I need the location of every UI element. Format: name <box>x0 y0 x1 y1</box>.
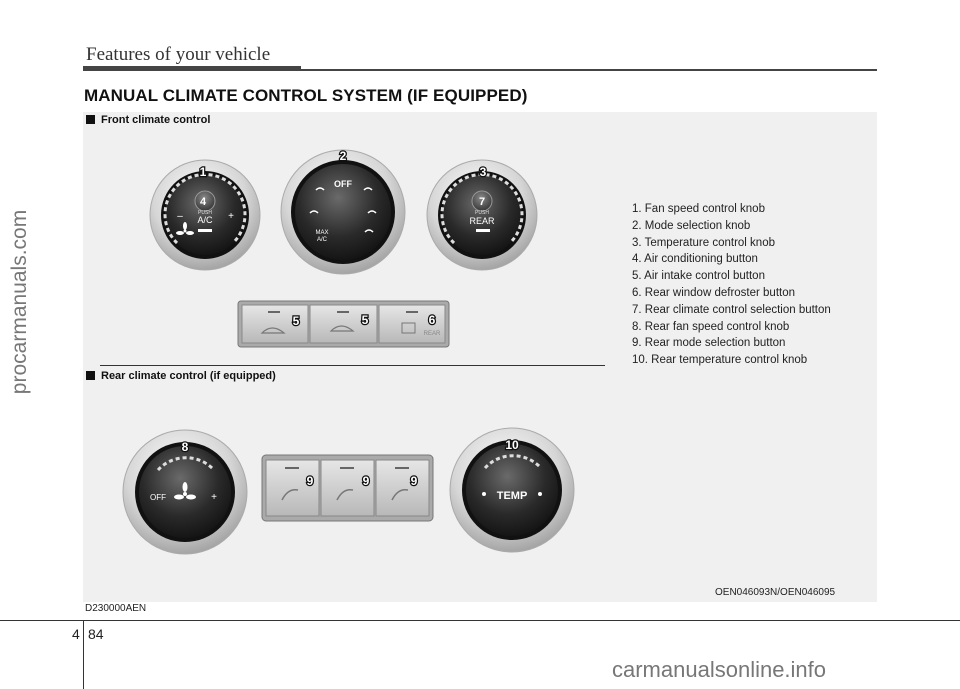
legend-item: 1. Fan speed control knob <box>632 203 765 215</box>
rear-button-strip: 9 9 9 <box>261 454 434 522</box>
rear-defrost-text: REAR <box>424 331 441 337</box>
header-rule-thick <box>83 66 301 71</box>
callout-5a: 5 <box>293 314 300 328</box>
callout-6: 6 <box>429 313 436 327</box>
legend-item: 7. Rear climate control selection button <box>632 303 831 316</box>
rear-temperature-knob[interactable]: TEMP 10 <box>449 427 575 553</box>
rear-climate-label: Rear climate control (if equipped) <box>86 370 276 382</box>
legend-item: 6. Rear window defroster button <box>632 286 796 299</box>
fan-speed-knob[interactable]: 4 PUSH A/C – + 1 <box>149 159 261 271</box>
legend-item: 10. Rear temperature control knob <box>632 354 808 367</box>
front-button-strip: REAR 5 5 6 <box>237 300 450 348</box>
callout-9a: 9 <box>307 474 314 488</box>
rear-climate-label-text: Rear climate control (if equipped) <box>101 370 276 382</box>
callout-5b: 5 <box>362 313 369 327</box>
knob8-plus: + <box>211 492 217 503</box>
callout-2: 2 <box>340 149 347 163</box>
airflow-icons <box>309 187 377 233</box>
legend-item: 8. Rear fan speed control knob <box>632 320 790 333</box>
knob8-off: OFF <box>150 493 166 502</box>
temperature-knob[interactable]: 7 PUSH REAR 3 <box>426 159 538 271</box>
side-watermark: procarmanuals.com <box>8 209 31 395</box>
callout-8: 8 <box>182 440 189 454</box>
footer-rule <box>0 620 960 621</box>
callout-1: 1 <box>200 165 207 179</box>
rear-mode-button-2[interactable] <box>320 459 375 517</box>
airflow-icon <box>391 488 409 501</box>
footer-divider <box>83 620 84 689</box>
fan-icon <box>174 482 196 500</box>
rear-mode-button-3[interactable] <box>375 459 430 517</box>
chapter-number: 4 <box>72 626 80 642</box>
callout-9b: 9 <box>363 474 370 488</box>
airflow-icon <box>336 488 354 501</box>
knob1-plus: + <box>228 211 234 222</box>
legend-item: 4. Air conditioning button <box>632 253 758 266</box>
fan-icon <box>176 222 194 235</box>
knob3-push: PUSH <box>475 210 489 216</box>
knob3-indicator <box>476 229 490 232</box>
knob1-push: PUSH <box>198 210 212 216</box>
knob10-temp: TEMP <box>497 490 528 502</box>
front-climate-label: Front climate control <box>86 114 210 126</box>
bullet-square-icon <box>86 371 95 380</box>
knob2-ac: A/C <box>317 237 328 243</box>
knob1-minus: – <box>177 211 183 222</box>
airflow-icon <box>281 488 299 501</box>
document-code: D230000AEN <box>85 603 147 614</box>
rear-fan-speed-knob[interactable]: OFF + 8 <box>122 429 248 555</box>
front-climate-label-text: Front climate control <box>101 114 211 126</box>
component-legend: 1. Fan speed control knob 2. Mode select… <box>632 201 831 369</box>
section-title: MANUAL CLIMATE CONTROL SYSTEM (IF EQUIPP… <box>84 86 528 105</box>
rear-mode-button-1[interactable] <box>265 459 320 517</box>
callout-10: 10 <box>505 438 519 452</box>
mode-selection-knob[interactable]: OFF MAX A/C 2 <box>280 148 406 275</box>
knob3-rear: REAR <box>469 216 495 226</box>
knob1-indicator <box>198 229 212 232</box>
footer-watermark: carmanualsonline.info <box>612 657 827 682</box>
recirculation-icon <box>260 327 286 334</box>
callout-3: 3 <box>480 165 487 179</box>
header-title: Features of your vehicle <box>86 44 271 65</box>
legend-item: 3. Temperature control knob <box>632 236 775 249</box>
knob2-off: OFF <box>334 179 352 189</box>
bullet-square-icon <box>86 115 95 124</box>
knob2-max: MAX <box>315 230 328 236</box>
rear-defrost-icon <box>401 322 416 334</box>
section-divider <box>100 365 605 366</box>
legend-item: 5. Air intake control button <box>632 270 765 283</box>
image-code: OEN046093N/OEN046095 <box>715 587 836 598</box>
knob3-inner-number: 7 <box>479 196 485 208</box>
callout-9c: 9 <box>411 474 418 488</box>
header-rule-thin <box>301 69 877 71</box>
fresh-air-icon <box>329 325 355 332</box>
legend-item: 2. Mode selection knob <box>632 219 751 232</box>
knob1-ac: A/C <box>197 215 213 225</box>
page-number: 84 <box>88 626 104 642</box>
knob1-inner-number: 4 <box>200 196 207 208</box>
legend-item: 9. Rear mode selection button <box>632 337 786 350</box>
